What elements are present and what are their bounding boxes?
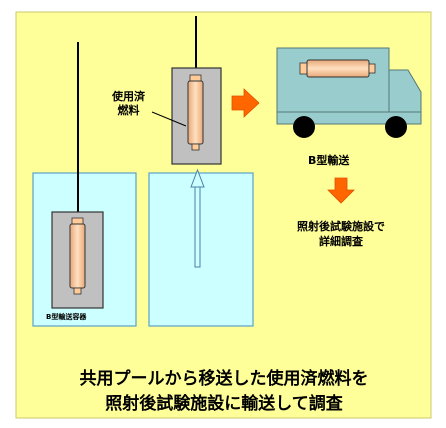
transport-arrow-down <box>327 177 355 204</box>
transport-arrow-right <box>231 88 260 118</box>
middle-pool <box>148 172 254 327</box>
caption-line-2: 照射後試験施設に輸送して調査 <box>105 394 343 414</box>
spent-fuel-label: 使用済 燃料 <box>112 90 145 117</box>
truck-rear-tire <box>385 116 407 138</box>
caption-line-1: 共用プールから移送した使用済燃料を <box>79 369 369 389</box>
left-fuel-assembly <box>69 217 86 295</box>
inspection-label: 照射後試験施設で 詳細調査 <box>297 220 385 248</box>
truck-front-tire <box>293 116 315 138</box>
transport-label: B型輸送 <box>308 154 350 167</box>
container-label: B型輸送容器 <box>46 313 87 321</box>
lift-up-arrow <box>190 168 205 268</box>
truck <box>276 47 422 138</box>
spent-fuel-pointer <box>151 111 187 127</box>
middle-fuel-assembly <box>187 74 204 151</box>
